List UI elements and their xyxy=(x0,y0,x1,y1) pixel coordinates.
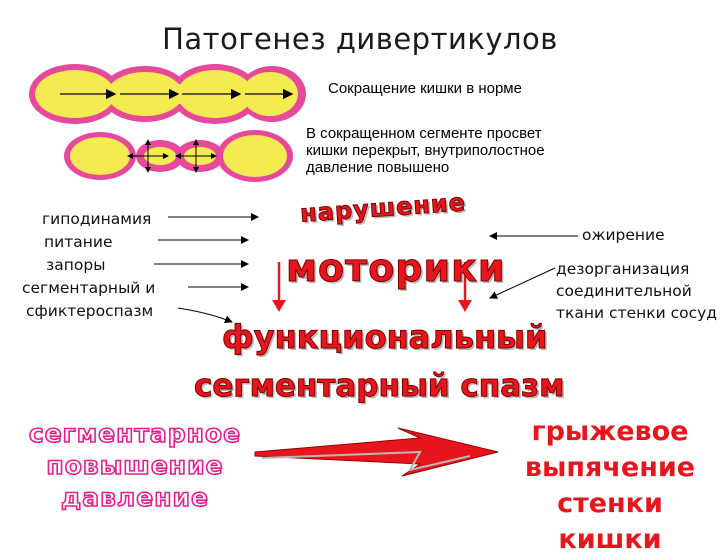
word-segmental-spasm: сегментарный спазм xyxy=(194,368,565,405)
right-factor-arrows xyxy=(489,232,578,299)
pressure-line1: сегментарное xyxy=(28,418,242,449)
segment-caption-line2: кишки перекрыт, внутриполостное xyxy=(306,142,545,159)
pressure-increase-block: сегментарное повышение давление xyxy=(20,418,250,514)
word-motility: моторики xyxy=(286,246,506,291)
big-red-arrow xyxy=(254,427,499,477)
factor-disorganization: дезорганизация xyxy=(556,260,690,278)
intestine-illustrations xyxy=(29,64,578,477)
left-factor-arrows xyxy=(154,213,259,324)
pressure-line2: повышение xyxy=(46,450,224,481)
pressure-line3: давление xyxy=(60,482,209,513)
factor-connective: соединительной xyxy=(556,282,692,300)
hernia-line3: стенки кишки xyxy=(557,488,663,555)
factor-vessel-wall: ткани стенки сосуд xyxy=(556,304,718,322)
hernia-line2: выпячение xyxy=(524,452,696,483)
factor-obesity: ожирение xyxy=(582,226,665,244)
segment-caption-line3: давление повышено xyxy=(306,159,450,176)
factor-constipation: запоры xyxy=(46,256,106,274)
normal-contraction-caption: Сокращение кишки в норме xyxy=(328,80,522,97)
factor-nutrition: питание xyxy=(44,233,113,251)
page-title: Патогенез дивертикулов xyxy=(162,22,558,56)
factor-segmental: сегментарный и xyxy=(22,279,156,297)
factor-sphincter-spasm: сфиктероспазм xyxy=(26,302,154,320)
word-functional: функциональный xyxy=(221,318,548,357)
factor-hypodynamia: гиподинамия xyxy=(42,210,152,228)
motor-down-arrows xyxy=(272,262,472,312)
segment-caption-line1: В сокращенном сегменте просвет xyxy=(306,125,542,142)
hernia-line1: грыжевое xyxy=(531,416,689,447)
hernia-protrusion-block: грыжевое выпячение стенки кишки xyxy=(505,414,715,558)
normal-intestine-diagram xyxy=(29,64,306,124)
contracted-intestine-diagram xyxy=(64,130,293,182)
